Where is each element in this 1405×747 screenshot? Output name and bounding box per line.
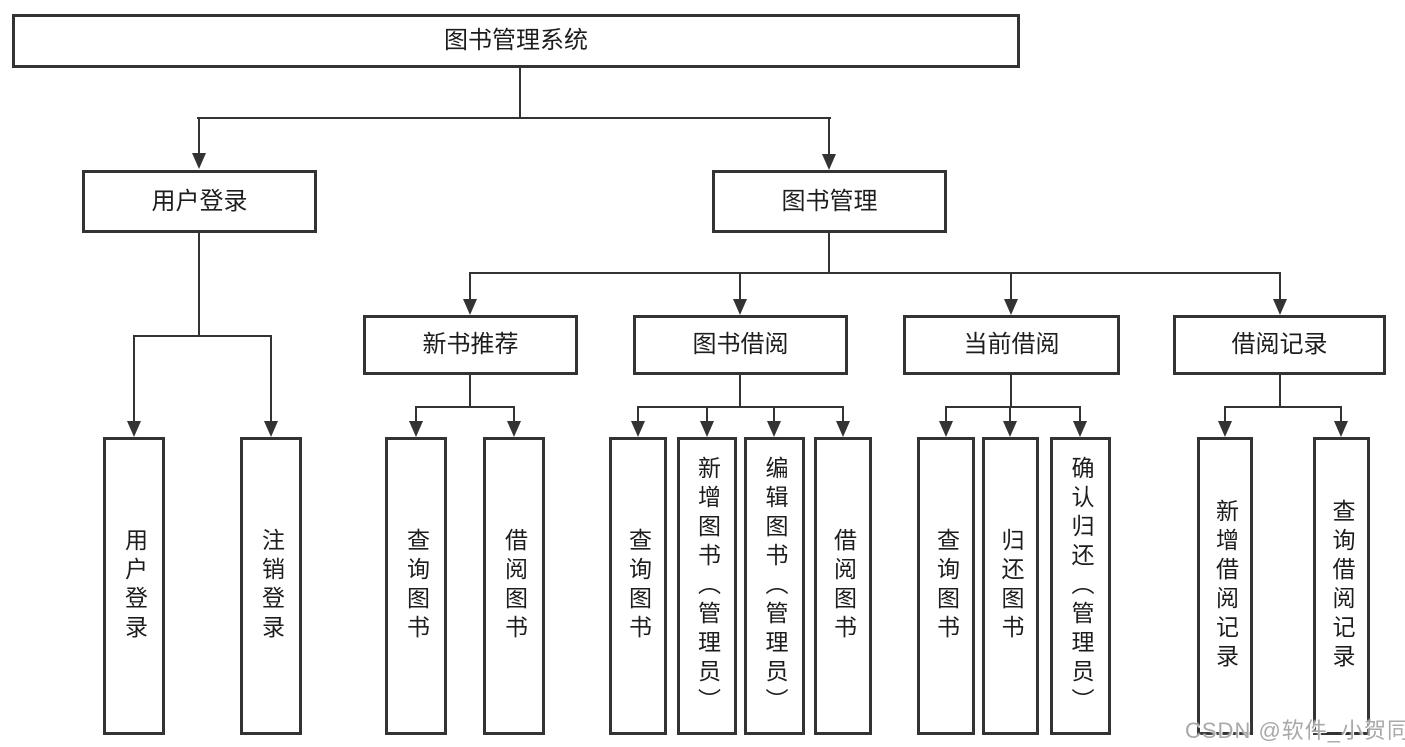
connector-level1-rail xyxy=(197,117,831,119)
connector-user-login-rail xyxy=(134,335,272,337)
connector-borrow-records-rail xyxy=(1225,406,1342,408)
leaf-cb-return-books-label: 归还图书 xyxy=(998,528,1024,644)
arrow-nb-query xyxy=(409,421,423,437)
connector-new-book-recommend-stem xyxy=(469,375,471,407)
arrow-book-borrow xyxy=(733,299,747,315)
node-book-borrow-label: 图书借阅 xyxy=(692,331,789,358)
leaf-logout: 注销登录 xyxy=(240,437,302,735)
node-new-book-recommend: 新书推荐 xyxy=(363,315,578,375)
leaf-user-login-label: 用户登录 xyxy=(121,528,148,644)
connector-drop-cb-return xyxy=(1009,406,1011,421)
node-borrow-records: 借阅记录 xyxy=(1173,315,1386,375)
connector-drop-br-add xyxy=(1224,406,1226,421)
node-book-borrow: 图书借阅 xyxy=(633,315,848,375)
node-root-label: 图书管理系统 xyxy=(444,27,588,54)
node-user-login: 用户登录 xyxy=(82,170,317,233)
arrow-br-add xyxy=(1218,421,1232,437)
node-book-management-label: 图书管理 xyxy=(781,187,878,215)
leaf-logout-label: 注销登录 xyxy=(258,528,285,644)
connector-drop-bb-edit xyxy=(773,406,775,421)
connector-drop-bb-query xyxy=(637,406,639,421)
leaf-cb-query-books: 查询图书 xyxy=(917,437,975,735)
node-book-management: 图书管理 xyxy=(712,170,947,233)
connector-drop-borrow-records xyxy=(1279,272,1281,300)
connector-borrow-records-stem xyxy=(1279,375,1281,407)
leaf-bb-query-books: 查询图书 xyxy=(609,437,667,735)
connector-root-stem xyxy=(519,68,521,118)
node-user-login-label: 用户登录 xyxy=(151,187,248,215)
leaf-bb-edit-books-label: 编辑图书（管理员） xyxy=(762,455,788,717)
connector-drop-leaf-user-login xyxy=(133,335,135,421)
connector-drop-bb-add xyxy=(706,406,708,421)
connector-drop-current-borrow xyxy=(1010,272,1012,300)
connector-drop-book-borrow xyxy=(739,272,741,300)
node-new-book-recommend-label: 新书推荐 xyxy=(422,331,519,358)
leaf-br-query-record: 查询借阅记录 xyxy=(1313,437,1370,735)
arrow-cb-return xyxy=(1003,421,1017,437)
leaf-cb-confirm-return: 确认归还（管理员） xyxy=(1050,437,1111,735)
arrow-bb-edit xyxy=(767,421,781,437)
connector-drop-leaf-logout xyxy=(270,335,272,421)
connector-level2-rail xyxy=(470,272,1281,274)
node-current-borrow-label: 当前借阅 xyxy=(963,331,1060,358)
arrow-br-query xyxy=(1334,421,1348,437)
connector-book-management-stem xyxy=(828,233,830,273)
leaf-cb-return-books: 归还图书 xyxy=(982,437,1039,735)
arrow-cb-query xyxy=(939,421,953,437)
connector-drop-br-query xyxy=(1340,406,1342,421)
leaf-nb-borrow-books-label: 借阅图书 xyxy=(501,528,528,644)
node-root: 图书管理系统 xyxy=(12,14,1020,68)
arrow-borrow-records xyxy=(1273,299,1287,315)
leaf-br-add-record-label: 新增借阅记录 xyxy=(1212,499,1239,673)
connector-drop-cb-confirm xyxy=(1079,406,1081,421)
leaf-br-add-record: 新增借阅记录 xyxy=(1197,437,1253,735)
connector-drop-cb-query xyxy=(945,406,947,421)
connector-drop-new-book-recommend xyxy=(469,272,471,300)
connector-drop-user-login xyxy=(198,117,200,154)
leaf-nb-query-books: 查询图书 xyxy=(385,437,447,735)
leaf-bb-add-books: 新增图书（管理员） xyxy=(677,437,737,735)
connector-drop-book-management xyxy=(828,117,830,154)
connector-book-borrow-stem xyxy=(739,375,741,407)
leaf-nb-query-books-label: 查询图书 xyxy=(403,528,430,644)
connector-drop-bb-borrow xyxy=(842,406,844,421)
connector-drop-nb-borrow xyxy=(513,406,515,421)
arrow-bb-borrow xyxy=(836,421,850,437)
arrow-user-login xyxy=(192,153,206,169)
arrow-new-book-recommend xyxy=(463,299,477,315)
connector-drop-nb-query xyxy=(415,406,417,421)
arrow-cb-confirm xyxy=(1073,421,1087,437)
leaf-nb-borrow-books: 借阅图书 xyxy=(483,437,545,735)
leaf-cb-query-books-label: 查询图书 xyxy=(933,528,960,644)
leaf-bb-edit-books: 编辑图书（管理员） xyxy=(744,437,805,735)
leaf-cb-confirm-return-label: 确认归还（管理员） xyxy=(1068,455,1094,717)
leaf-bb-borrow-books: 借阅图书 xyxy=(814,437,872,735)
arrow-bb-query xyxy=(631,421,645,437)
node-borrow-records-label: 借阅记录 xyxy=(1231,331,1328,358)
connector-user-login-stem xyxy=(198,233,200,337)
arrow-current-borrow xyxy=(1004,299,1018,315)
arrow-leaf-user-login xyxy=(127,421,141,437)
leaf-bb-borrow-books-label: 借阅图书 xyxy=(830,528,857,644)
leaf-user-login: 用户登录 xyxy=(103,437,165,735)
connector-current-borrow-stem xyxy=(1010,375,1012,407)
connector-new-book-recommend-rail xyxy=(416,406,515,408)
node-current-borrow: 当前借阅 xyxy=(903,315,1120,375)
arrow-bb-add xyxy=(700,421,714,437)
connector-book-borrow-rail xyxy=(638,406,844,408)
arrow-nb-borrow xyxy=(507,421,521,437)
arrow-book-management xyxy=(822,154,836,170)
leaf-br-query-record-label: 查询借阅记录 xyxy=(1329,499,1355,673)
leaf-bb-add-books-label: 新增图书（管理员） xyxy=(694,455,721,717)
leaf-bb-query-books-label: 查询图书 xyxy=(625,528,652,644)
arrow-leaf-logout xyxy=(264,421,278,437)
connector-current-borrow-rail xyxy=(946,406,1081,408)
watermark-text: CSDN @软件_小贺同学 xyxy=(1185,718,1405,743)
